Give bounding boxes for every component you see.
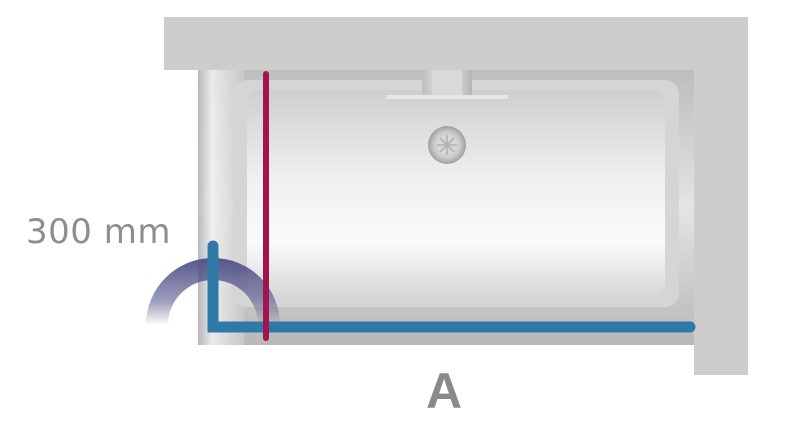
shower-tray — [198, 70, 694, 345]
wall-profile — [207, 240, 696, 333]
wall — [164, 17, 748, 375]
drain-icon — [428, 126, 466, 164]
width-label: 300 mm — [26, 212, 171, 252]
side-label: A — [426, 363, 463, 419]
tap-icon — [386, 70, 508, 107]
door-swing-arc — [146, 258, 280, 325]
